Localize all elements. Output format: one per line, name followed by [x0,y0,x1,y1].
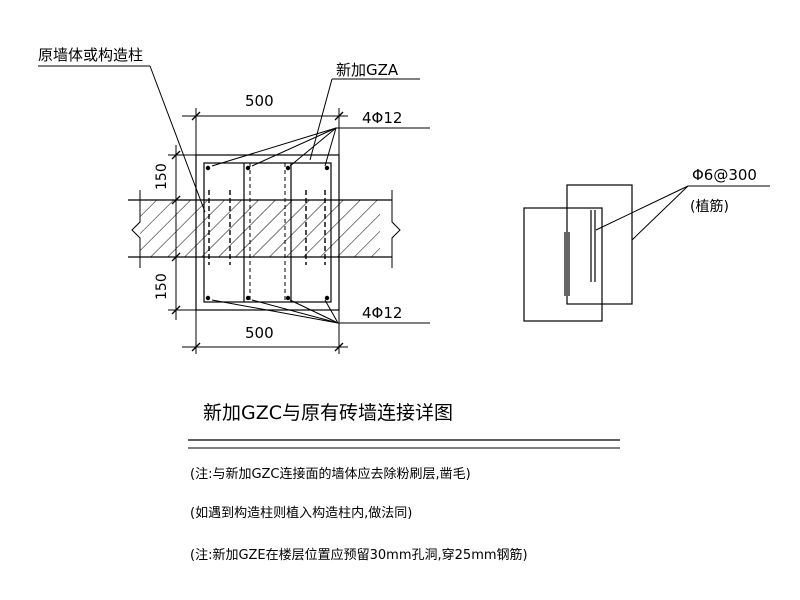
column-outline [195,154,340,311]
drawing-title: 新加GZC与原有砖墙连接详图 [203,402,454,424]
dim-vertical [168,145,196,320]
rebar-dots [205,165,330,301]
dim-bottom-150-label: 150 [154,273,170,300]
dim-bottom-500 [182,310,348,354]
note-1: (注:与新加GZC连接面的墙体应去除粉刷层,凿毛) [190,467,471,482]
gza-label: 新加GZA [336,61,399,79]
stirrup-detail [523,184,633,322]
note-2: (如遇到构造柱则植入构造柱内,做法同) [190,506,413,521]
wall-band [128,190,401,268]
stirrup-label: Φ6@300 [692,166,757,184]
stirrup-note-label: (植筋) [690,198,729,215]
stirrup-leader [595,185,770,241]
dim-top-150-label: 150 [154,163,170,190]
note-3: (注:新加GZE在楼层位置应预留30mm孔洞,穿25mm钢筋) [190,548,528,563]
wall-label: 原墙体或构造柱 [38,46,143,64]
rebar-top-label: 4Φ12 [362,109,402,127]
rebar-top-leader [211,127,430,167]
dim-top-500 [182,108,348,155]
dim-top-500-label: 500 [245,92,274,110]
wall-leader [38,65,206,213]
dim-bottom-500-label: 500 [245,324,274,342]
rebar-bottom-leader [211,299,430,324]
rebar-bottom-label: 4Φ12 [362,304,402,322]
title-underline [188,439,620,449]
